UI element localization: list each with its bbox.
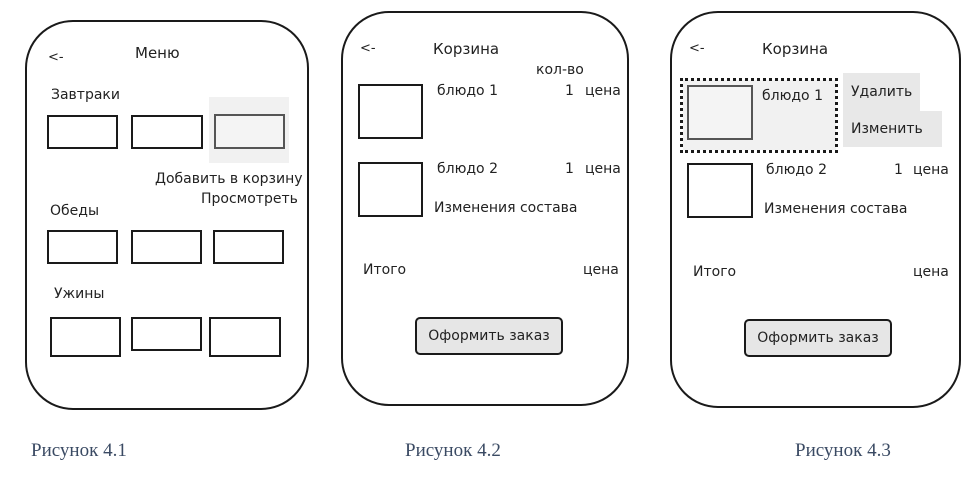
back-arrow-icon[interactable]: <-: [48, 50, 64, 65]
lunch-item-2[interactable]: [131, 230, 202, 264]
total-price: цена: [583, 262, 619, 278]
cart-item-2-image: [358, 162, 423, 217]
page-title: Корзина: [433, 40, 500, 58]
cart-item-2-qty[interactable]: 1: [565, 161, 574, 177]
dinner-item-3[interactable]: [209, 317, 281, 357]
dinner-item-2[interactable]: [131, 317, 202, 351]
selected-item-outline: [680, 78, 838, 153]
page-title: Корзина: [762, 40, 829, 58]
view-option[interactable]: Просмотреть: [201, 191, 298, 207]
section-dinner-label: Ужины: [54, 286, 105, 302]
cart-item-2-qty[interactable]: 1: [894, 162, 903, 178]
breakfast-item-1[interactable]: [47, 115, 118, 149]
context-menu-edit[interactable]: Изменить: [843, 111, 942, 147]
cart-item-1-name: блюдо 1: [762, 88, 823, 104]
total-price: цена: [913, 264, 949, 280]
cart-item-1-qty[interactable]: 1: [565, 83, 574, 99]
change-composition-link[interactable]: Изменения состава: [764, 201, 908, 217]
cart-item-2-price: цена: [913, 162, 949, 178]
cart-item-2-name: блюдо 2: [437, 161, 498, 177]
figure-caption-4-3: Рисунок 4.3: [795, 440, 891, 461]
add-to-cart-option[interactable]: Добавить в корзину: [155, 171, 303, 187]
cart-item-2-image: [687, 163, 753, 218]
figure-caption-4-2: Рисунок 4.2: [405, 440, 501, 461]
cart-item-2-name: блюдо 2: [766, 162, 827, 178]
back-arrow-icon[interactable]: <-: [689, 41, 705, 56]
breakfast-item-3-selected[interactable]: [214, 114, 285, 149]
quantity-header: кол-во: [536, 62, 584, 78]
context-menu-delete[interactable]: Удалить: [843, 73, 920, 111]
page-title: Меню: [135, 44, 180, 62]
dinner-item-1[interactable]: [50, 317, 121, 357]
breakfast-item-2[interactable]: [131, 115, 203, 149]
section-lunch-label: Обеды: [50, 203, 99, 219]
total-label: Итого: [363, 262, 407, 278]
section-breakfast-label: Завтраки: [51, 87, 120, 103]
back-arrow-icon[interactable]: <-: [360, 41, 376, 56]
checkout-button[interactable]: Оформить заказ: [744, 319, 892, 357]
figure-caption-4-1: Рисунок 4.1: [31, 440, 127, 461]
lunch-item-1[interactable]: [47, 230, 118, 264]
change-composition-link[interactable]: Изменения состава: [434, 200, 578, 216]
lunch-item-3[interactable]: [213, 230, 284, 264]
checkout-button[interactable]: Оформить заказ: [415, 317, 563, 355]
cart-item-1-image: [687, 85, 753, 140]
cart-item-1-image: [358, 84, 423, 139]
cart-item-2-price: цена: [585, 161, 621, 177]
total-label: Итого: [693, 264, 737, 280]
cart-item-1-price: цена: [585, 83, 621, 99]
cart-item-1-name: блюдо 1: [437, 83, 498, 99]
